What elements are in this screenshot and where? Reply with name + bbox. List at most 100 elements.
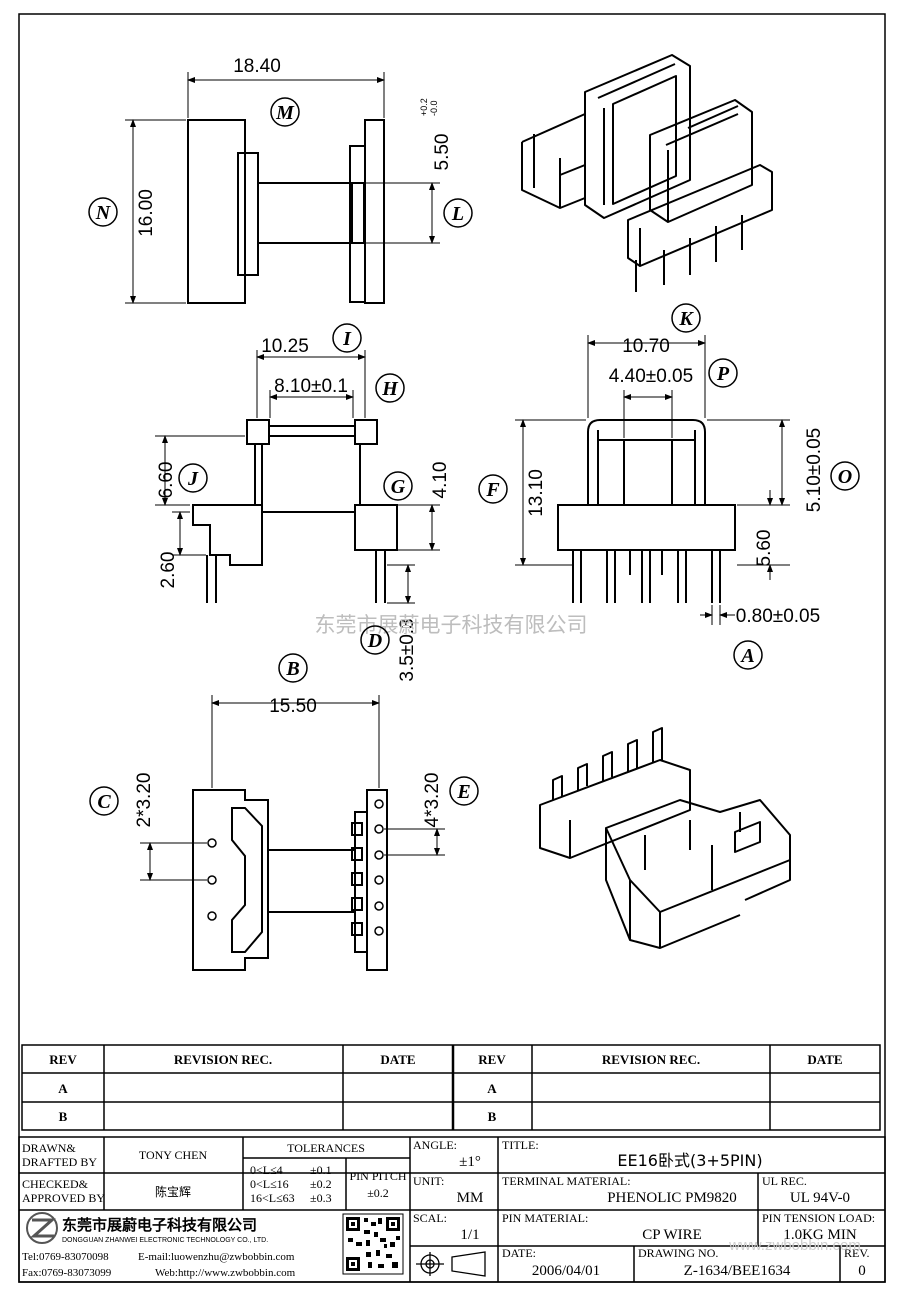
- title-block: [18, 1136, 886, 1283]
- dim-pin-length: 3.5±0.3: [397, 618, 418, 681]
- bottom-view-dims: [140, 695, 445, 881]
- checked-value: 陈宝辉: [155, 1184, 191, 1199]
- tol-value-3: ±0.3: [310, 1191, 332, 1205]
- date-header-2: DATE: [807, 1052, 842, 1067]
- dim-slot-tol-minus: -0.0: [429, 100, 439, 116]
- front-view-dims: [515, 335, 790, 625]
- view-label-c: C: [97, 791, 111, 813]
- rev-header-1: REV: [49, 1052, 77, 1067]
- side-view: [192, 419, 398, 603]
- scale-label: SCAL:: [413, 1211, 447, 1225]
- drawn-value: TONY CHEN: [139, 1148, 208, 1162]
- tol-range-2: 0<L≤16: [250, 1177, 289, 1191]
- drawn-label-l2: DRAFTED BY: [22, 1155, 97, 1169]
- view-label-f: F: [485, 479, 500, 501]
- company-name-cn: 东莞市展蔚电子科技有限公司: [62, 1216, 257, 1234]
- date-header-1: DATE: [380, 1052, 415, 1067]
- dim-pin-diameter: 0.80±0.05: [736, 606, 820, 627]
- company-web: Web:http://www.zwbobbin.com: [155, 1267, 296, 1279]
- view-label-e: E: [456, 781, 470, 803]
- company-tel: Tel:0769-83070098: [22, 1251, 109, 1263]
- company-logo: [26, 1212, 58, 1244]
- drawing-no-value: Z-1634/BEE1634: [684, 1263, 791, 1279]
- view-label-a: A: [739, 645, 754, 667]
- checked-label-l2: APPROVED BY: [22, 1191, 105, 1205]
- view-label-g: G: [391, 476, 406, 498]
- view-label-k: K: [678, 308, 694, 330]
- view-label-circle-g: [383, 471, 413, 501]
- view-label-h: H: [381, 378, 399, 400]
- scale-value: 1/1: [460, 1227, 479, 1243]
- terminal-material-label: TERMINAL MATERIAL:: [502, 1174, 631, 1188]
- checked-label-l1: CHECKED&: [22, 1177, 89, 1191]
- unit-value: MM: [457, 1190, 484, 1206]
- company-watermark: 东莞市展蔚电子科技有限公司: [315, 613, 588, 637]
- drawing-no-label: DRAWING NO.: [638, 1246, 718, 1260]
- revision-rec-header-2: REVISION REC.: [602, 1052, 700, 1067]
- view-label-l: L: [451, 203, 464, 225]
- dim-410: 4.10: [430, 462, 451, 499]
- view-label-circle-p: [708, 358, 738, 388]
- view-label-i: I: [342, 328, 352, 350]
- ul-rec-value: UL 94V-0: [790, 1190, 850, 1206]
- view-label-circle-n: [88, 197, 118, 227]
- web-watermark: www.zwbobbin.com: [728, 1237, 861, 1254]
- company-name-en: DONGGUAN ZHANWEI ELECTRONIC TECHNOLOGY C…: [62, 1237, 268, 1244]
- pin-material-label: PIN MATERIAL:: [502, 1211, 588, 1225]
- rev-value: 0: [858, 1263, 866, 1279]
- title-value: EE16卧式(3+5PIN): [617, 1151, 762, 1170]
- pin-material-value: CP WIRE: [642, 1227, 702, 1243]
- dim-1310: 13.10: [526, 469, 547, 517]
- tol-range-3: 16<L≤63: [250, 1191, 295, 1205]
- side-view-dims: [155, 350, 440, 604]
- dim-pitch-left: 2*3.20: [134, 773, 155, 828]
- rev-row-b-right: B: [488, 1109, 497, 1124]
- rev-row-a-right: A: [487, 1081, 497, 1096]
- company-fax: Fax:0769-83073099: [22, 1267, 112, 1279]
- dim-440: 4.40±0.05: [609, 366, 693, 387]
- front-view: [557, 419, 736, 603]
- view-label-circle-e: [449, 776, 479, 806]
- title-label: TITLE:: [502, 1138, 539, 1152]
- projection-symbol-icon: [416, 1251, 486, 1277]
- view-label-circle-b: [278, 653, 308, 683]
- dim-slot: 5.50: [432, 134, 453, 171]
- dim-660: 6.60: [156, 462, 177, 499]
- rev-header-2: REV: [478, 1052, 506, 1067]
- tol-range-1: 0<L≤4: [250, 1163, 283, 1177]
- view-label-d: D: [367, 630, 382, 652]
- tolerances-label: TOLERANCES: [287, 1141, 365, 1155]
- dim-1550: 15.50: [269, 696, 317, 717]
- view-label-circle-c: [89, 786, 119, 816]
- view-label-n: N: [95, 202, 112, 224]
- pin-tension-value: 1.0KG MIN: [783, 1227, 856, 1243]
- tol-value-1: ±0.1: [310, 1163, 332, 1177]
- revision-rec-header-1: REVISION REC.: [174, 1052, 272, 1067]
- dim-810: 8.10±0.1: [274, 376, 348, 397]
- angle-value: ±1°: [459, 1154, 481, 1170]
- dim-1025: 10.25: [261, 336, 309, 357]
- bottom-view-pins: [207, 799, 384, 936]
- revision-table: [21, 1044, 881, 1131]
- terminal-material-value: PHENOLIC PM9820: [607, 1190, 737, 1206]
- dim-260: 2.60: [158, 552, 179, 589]
- top-view-dims: [125, 72, 440, 304]
- iso-view-bottom: [539, 727, 791, 949]
- top-view: [187, 119, 385, 304]
- qr-code-icon: [342, 1213, 404, 1275]
- pin-tension-label: PIN TENSION LOAD:: [762, 1211, 875, 1225]
- view-label-circle-o: [830, 461, 860, 491]
- pin-pitch-label: PIN PITCH: [349, 1169, 406, 1183]
- view-label-circle-i: [332, 323, 362, 353]
- dim-slot-tol-plus: +0.2: [419, 98, 429, 116]
- date-value: 2006/04/01: [532, 1263, 600, 1279]
- view-label-circle-d: [360, 625, 390, 655]
- view-label-circle-k: [671, 303, 701, 333]
- rev-row-a-left: A: [58, 1081, 68, 1096]
- dim-560: 5.60: [754, 530, 775, 567]
- view-label-circle-j: [178, 463, 208, 493]
- view-label-circle-a: [733, 640, 763, 670]
- rev-row-b-left: B: [59, 1109, 68, 1124]
